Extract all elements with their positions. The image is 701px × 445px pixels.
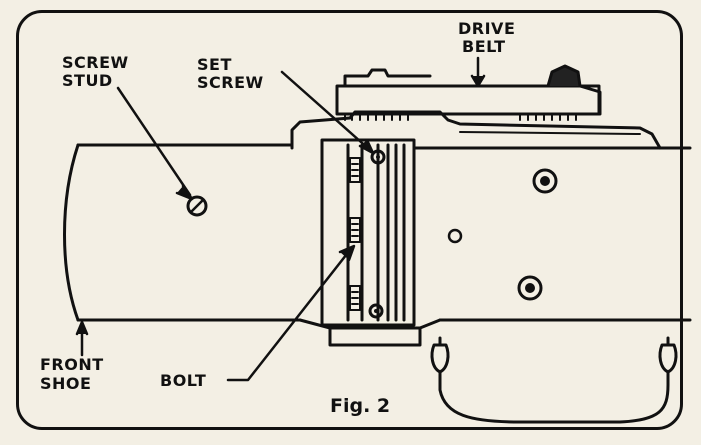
label-set-screw-line1: SET	[197, 55, 232, 74]
handle	[430, 336, 678, 424]
body-holes	[447, 168, 558, 301]
motor-casing-top	[290, 110, 662, 150]
set-screws	[368, 149, 386, 319]
figure-caption: Fig. 2	[330, 395, 390, 417]
label-front-shoe-line2: SHOE	[40, 374, 91, 393]
figure-frame	[16, 10, 683, 430]
label-screw-stud-line2: STUD	[62, 71, 113, 90]
belt-teeth	[344, 113, 577, 121]
label-bolt: BOLT	[160, 371, 206, 390]
label-drive-belt-line2: BELT	[462, 37, 506, 56]
bottom-bracket	[328, 326, 422, 347]
rear-body	[413, 146, 692, 322]
cutter-head-section	[320, 138, 416, 327]
bolt-blocks	[349, 157, 361, 311]
screw-stud	[186, 195, 208, 217]
label-screw-stud-line1: SCREW	[62, 53, 129, 72]
label-front-shoe-line1: FRONT	[40, 355, 104, 374]
leader-lines	[75, 56, 486, 382]
front-shoe	[63, 143, 442, 330]
label-set-screw-line2: SCREW	[197, 73, 264, 92]
label-drive-belt-line1: DRIVE	[458, 19, 515, 38]
drive-belt-housing	[335, 64, 602, 116]
